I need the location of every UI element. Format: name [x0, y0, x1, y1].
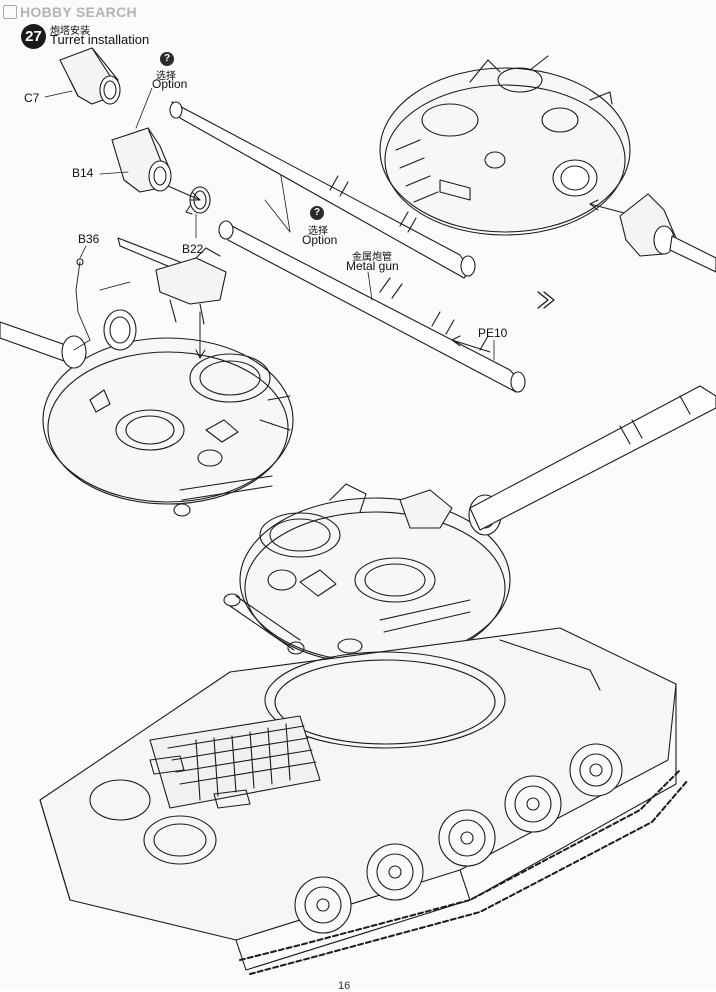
step-title: Turret installation [50, 32, 150, 47]
tank-hull [39, 627, 677, 971]
page-number: 16 [338, 980, 351, 992]
callout-c7: C7 [24, 91, 40, 105]
callout-b36: B36 [78, 232, 100, 246]
chevron-arrow-icon [537, 291, 555, 309]
step-title-cn: 炮塔安装 [50, 26, 90, 37]
option-label: Option [302, 233, 338, 247]
option-badge-icon: ? [160, 52, 174, 66]
turret-upper-right [379, 55, 631, 236]
part-b14-mantlet-cover [111, 127, 172, 193]
part-machine-gun [117, 237, 227, 325]
turret-mid-left [42, 309, 294, 517]
option-label: Option [152, 77, 188, 91]
option-label-cn: 选择 [156, 71, 176, 82]
metal-gun-label-cn: 金属炮管 [352, 252, 392, 263]
option-label-cn: 选择 [308, 226, 328, 237]
part-gun-barrel-option [169, 101, 476, 279]
watermark: HOBBY SEARCH [3, 4, 137, 20]
step-number-badge: 27 [21, 24, 46, 49]
callout-b14: B14 [72, 166, 94, 180]
watermark-text: HOBBY SEARCH [20, 4, 137, 20]
hobby-search-logo-icon [3, 5, 17, 19]
part-b22-ring [185, 186, 211, 215]
metal-gun-label: Metal gun [346, 259, 399, 273]
callout-pe10: PE10 [478, 326, 508, 340]
part-c7-mantlet-cover [59, 47, 121, 105]
option-badge-icon: ? [310, 206, 324, 220]
callout-b22: B22 [182, 242, 204, 256]
part-gun-barrel-lower [218, 220, 526, 393]
road-wheels [294, 743, 623, 934]
mantlet-right [619, 193, 677, 257]
turret-center [223, 483, 511, 665]
